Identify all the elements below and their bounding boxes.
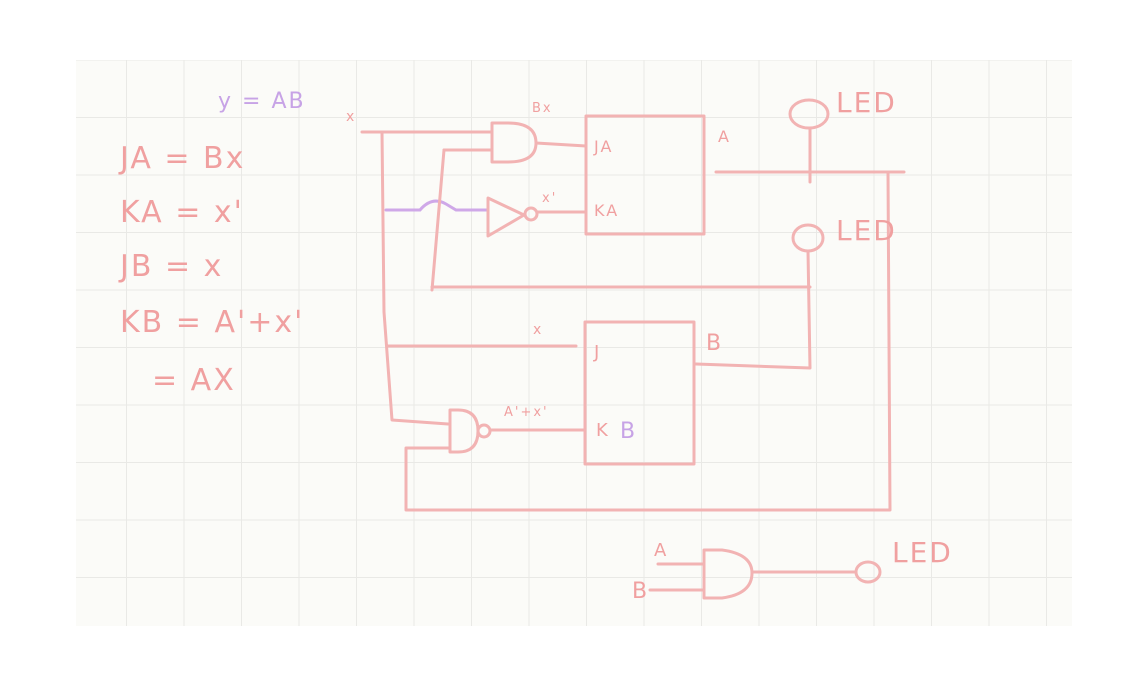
led-a-label: LED bbox=[836, 86, 897, 119]
nand-gate bbox=[448, 408, 480, 454]
kb-pin-label: K bbox=[596, 420, 610, 441]
ja-pin-label: JA bbox=[593, 137, 613, 156]
nand-bubble bbox=[476, 423, 492, 439]
led-a-bulb bbox=[788, 98, 830, 130]
a-feedback-wire bbox=[404, 170, 892, 512]
x-input-label: x bbox=[346, 109, 356, 125]
b-output-wire bbox=[694, 249, 812, 370]
kb-simplified-equation: = AX bbox=[152, 363, 236, 398]
b-feedback-vertical-wire bbox=[430, 148, 446, 292]
ka-pin-label: KA bbox=[594, 201, 619, 220]
inverter-gate bbox=[486, 196, 526, 238]
and-gate-ja bbox=[490, 121, 538, 164]
inverter-input-wire bbox=[384, 199, 490, 212]
inverter-output-label: x' bbox=[542, 191, 557, 206]
ja-wire bbox=[534, 141, 588, 148]
led-b-bulb bbox=[791, 223, 825, 253]
kb-pin-b-label: B bbox=[620, 419, 637, 444]
x-mid-label: x bbox=[533, 322, 543, 338]
final-input-b-label: B bbox=[632, 579, 649, 604]
output-equation: y = AB bbox=[218, 89, 306, 114]
and-gate-output-label: Bx bbox=[532, 101, 553, 116]
inverter-bubble bbox=[523, 206, 539, 222]
ff-a-output-label: A bbox=[718, 127, 731, 146]
led-b-label: LED bbox=[836, 214, 897, 247]
led-y-label: LED bbox=[892, 536, 953, 569]
ff-b-output-label: B bbox=[706, 331, 723, 356]
grid-paper bbox=[76, 60, 1072, 626]
final-and-gate bbox=[702, 548, 754, 600]
final-input-a-label: A bbox=[654, 540, 668, 561]
led-y-bulb bbox=[854, 560, 882, 584]
jb-pin-label: J bbox=[593, 342, 601, 363]
flip-flop-b bbox=[583, 320, 696, 466]
nand-output-label: A'+x' bbox=[504, 405, 549, 420]
flip-flop-a bbox=[584, 114, 706, 236]
ka-equation: KA = x' bbox=[120, 195, 244, 230]
kb-equation: KB = A'+x' bbox=[120, 305, 304, 340]
jb-equation: JB = x bbox=[118, 249, 223, 284]
x-bus-wire bbox=[380, 130, 450, 426]
ja-equation: JA = Bx bbox=[118, 141, 245, 176]
